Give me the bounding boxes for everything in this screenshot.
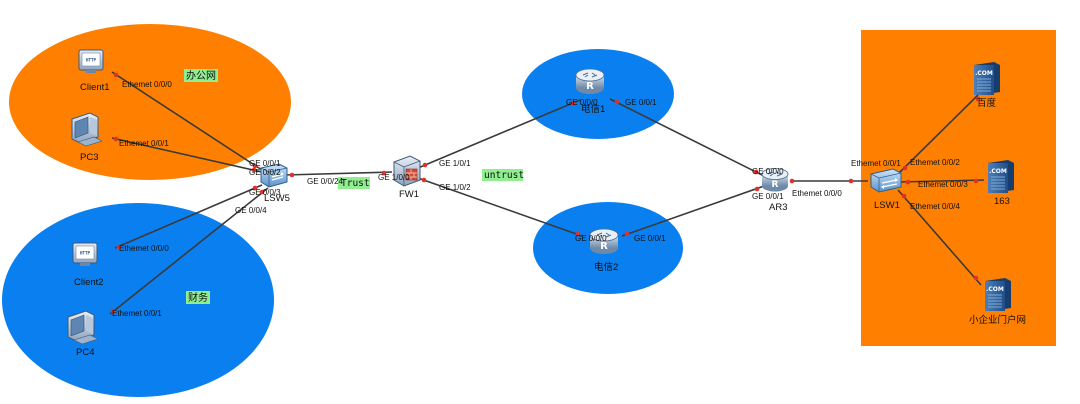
r2-name: 电信2: [594, 261, 618, 273]
pc-icon: [71, 112, 103, 147]
link-lsw1-163: [899, 179, 985, 183]
port-label: GE 0/0/24: [307, 177, 344, 186]
server-badge: .COM: [975, 70, 993, 77]
link-client2-lsw5: [114, 184, 263, 249]
s163-server[interactable]: .COM: [988, 160, 1014, 193]
port-label: Ethemet 0/0/2: [910, 158, 960, 167]
lsw5-device[interactable]: [260, 163, 288, 188]
port-dots: [110, 72, 981, 314]
fw1-device[interactable]: [393, 155, 421, 187]
links: [109, 71, 985, 315]
isp1-zone: [522, 49, 674, 139]
office-zone-tag-bg: [184, 69, 218, 82]
server-icon: .COM: [974, 62, 1000, 95]
link-client1-lsw5: [111, 71, 263, 171]
port-labels: Ethemet 0/0/0 Ethemet 0/0/1 Ethemet 0/0/…: [112, 80, 968, 318]
port-label: GE 0/0/0: [752, 167, 784, 176]
office-zone-label: 办公网: [186, 69, 216, 82]
link-r1-ar3: [609, 98, 765, 177]
client2-device[interactable]: HTTP: [72, 242, 98, 266]
client1-name: Client1: [80, 82, 110, 93]
svg-text:R: R: [586, 81, 594, 92]
link-lsw5-fw1: [284, 171, 393, 176]
server-badge: .COM: [986, 286, 1004, 293]
link-r2-ar3: [621, 185, 765, 237]
port-label: GE 0/0/1: [752, 192, 784, 201]
finance-zone-label: 财务: [188, 291, 208, 304]
trust-zone-tag-bg: [338, 177, 370, 189]
r1-device[interactable]: R: [575, 68, 605, 94]
port-label: Ethemet 0/0/0: [792, 189, 842, 198]
switch-icon: [870, 168, 902, 193]
port-label: GE 0/0/4: [235, 206, 267, 215]
office-zone: [9, 24, 291, 180]
port-label: Ethemet 0/0/4: [910, 202, 960, 211]
port-label: Ethemet 0/0/3: [918, 180, 968, 189]
router-icon: R: [761, 168, 789, 192]
port-label: GE 0/0/1: [249, 159, 281, 168]
s163-name: 163: [994, 196, 1010, 207]
switch-icon: [260, 163, 288, 188]
port-label: GE 0/0/3: [249, 188, 281, 197]
svg-text:R: R: [772, 180, 779, 190]
port-label: GE 0/0/1: [634, 234, 666, 243]
fw1-name: FW1: [399, 189, 419, 200]
client1-device[interactable]: HTTP: [78, 49, 104, 73]
router-icon: R: [589, 228, 619, 254]
lsw1-name: LSW1: [874, 200, 900, 211]
ar3-name: AR3: [769, 202, 787, 213]
portal-server[interactable]: .COM: [985, 278, 1011, 311]
server-icon: .COM: [985, 278, 1011, 311]
pc4-name: PC4: [76, 347, 94, 358]
link-fw1-r1: [417, 99, 581, 169]
port-label: Ethemet 0/0/0: [119, 244, 169, 253]
server-icon: .COM: [988, 160, 1014, 193]
client-badge: HTTP: [80, 251, 91, 256]
port-label: GE 1/0/1: [439, 159, 471, 168]
port-label: GE 1/0/0: [378, 173, 410, 182]
finance-zone-tag-bg: [186, 291, 210, 304]
port-label: Ethemet 0/0/1: [112, 309, 162, 318]
link-pc3-lsw5: [111, 137, 263, 173]
router-icon: R: [575, 68, 605, 94]
pc3-device[interactable]: [71, 112, 103, 147]
link-pc4-lsw5: [109, 187, 269, 315]
r2-device[interactable]: R: [589, 228, 619, 254]
link-lsw1-portal: [897, 189, 982, 286]
untrust-zone-label: untrust: [484, 170, 524, 181]
port-label: GE 0/0/0: [566, 98, 598, 107]
client-icon: HTTP: [72, 242, 98, 266]
port-label: GE 0/0/2: [249, 168, 281, 177]
finance-zone: [2, 203, 274, 397]
port-label: Ethemet 0/0/1: [851, 159, 901, 168]
pc4-device[interactable]: [67, 310, 99, 345]
trust-zone-label: Trust: [341, 178, 370, 189]
port-label: Ethemet 0/0/1: [119, 139, 169, 148]
port-label: GE 0/0/0: [575, 234, 607, 243]
port-label: GE 0/0/1: [625, 98, 657, 107]
port-label: Ethemet 0/0/0: [122, 80, 172, 89]
pc-icon: [67, 310, 99, 345]
client2-name: Client2: [74, 277, 104, 288]
lsw1-device[interactable]: [870, 168, 902, 193]
port-label: GE 1/0/2: [439, 183, 471, 192]
firewall-icon: [393, 155, 421, 187]
pc3-name: PC3: [80, 152, 98, 163]
client-badge: HTTP: [86, 58, 97, 63]
client-icon: HTTP: [78, 49, 104, 73]
baidu-server[interactable]: .COM: [974, 62, 1000, 95]
server-badge: .COM: [989, 168, 1007, 175]
link-fw1-r2: [417, 177, 583, 237]
lsw5-name: LSW5: [264, 193, 290, 204]
portal-name: 小企业门户网: [969, 314, 1026, 326]
svg-text:R: R: [600, 241, 608, 252]
r1-name: 电信1: [581, 103, 605, 115]
baidu-name: 百度: [977, 97, 997, 109]
ar3-device[interactable]: R: [761, 168, 789, 192]
link-lsw1-baidu: [897, 94, 979, 175]
untrust-zone-tag-bg: [482, 169, 523, 181]
